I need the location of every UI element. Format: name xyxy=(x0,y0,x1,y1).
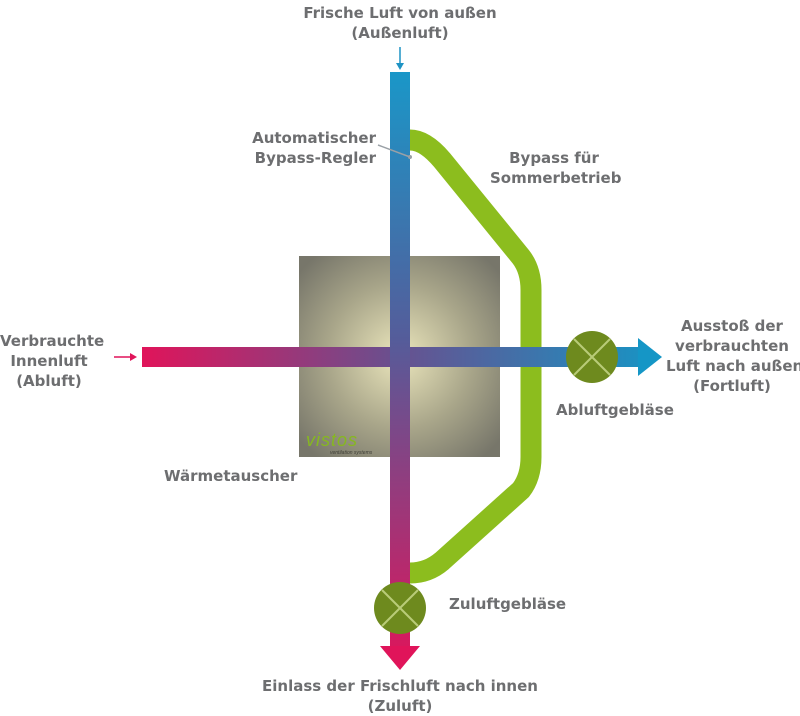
supply-fan-label: Zuluftgebläse xyxy=(449,594,566,614)
fresh-air-inlet-arrowhead xyxy=(396,63,404,70)
heat-exchanger-text: Wärmetauscher xyxy=(164,467,298,485)
bypass-controller-label: Automatischer Bypass-Regler xyxy=(236,128,376,168)
exhaust-in-line1: Verbrauchte xyxy=(0,332,105,350)
bypass-line1: Bypass für xyxy=(509,149,599,167)
supply-fan xyxy=(374,582,426,634)
supply-out-line1: Einlass der Frischluft nach innen xyxy=(262,677,538,695)
exhaust-in-line2: Innenluft xyxy=(10,352,88,370)
supply-air-arrowhead xyxy=(380,646,420,670)
fresh-air-label: Frische Luft von außen (Außenluft) xyxy=(300,3,500,43)
vistos-tagline: ventilation systems xyxy=(330,450,373,456)
fresh-air-line1: Frische Luft von außen xyxy=(303,4,497,22)
exhaust-in-line3: (Abluft) xyxy=(16,372,82,390)
exhaust-out-line3: Luft nach außen xyxy=(666,357,800,375)
exhaust-fan-label: Abluftgebläse xyxy=(556,400,674,420)
bypass-controller-dot xyxy=(408,155,412,159)
bypass-controller-line1: Automatischer xyxy=(252,129,376,147)
supply-air-duct xyxy=(390,72,410,652)
supply-out-line2: (Zuluft) xyxy=(367,697,433,715)
fresh-air-line2: (Außenluft) xyxy=(351,24,449,42)
bypass-controller-leader xyxy=(377,144,411,158)
exhaust-out-line1: Ausstoß der xyxy=(681,317,783,335)
exhaust-inlet-arrowhead xyxy=(130,353,137,361)
bypass-controller-line2: Bypass-Regler xyxy=(254,149,376,167)
exhaust-out-line4: (Fortluft) xyxy=(693,377,771,395)
exhaust-fan xyxy=(566,331,618,383)
exhaust-out-line2: verbrauchten xyxy=(675,337,789,355)
exhaust-fan-text: Abluftgebläse xyxy=(556,401,674,419)
bypass-label: Bypass für Sommerbetrieb xyxy=(490,148,622,188)
exhaust-air-arrowhead xyxy=(638,338,662,376)
supply-fan-text: Zuluftgebläse xyxy=(449,595,567,613)
bypass-duct xyxy=(409,129,542,584)
exhaust-in-label: Verbrauchte Innenluft (Abluft) xyxy=(0,331,105,391)
exhaust-out-label: Ausstoß der verbrauchten Luft nach außen… xyxy=(666,316,800,396)
supply-out-label: Einlass der Frischluft nach innen (Zuluf… xyxy=(250,676,550,716)
bypass-line2: Sommerbetrieb xyxy=(490,169,622,187)
vistos-logo: vistos xyxy=(306,430,358,450)
heat-exchanger-label: Wärmetauscher xyxy=(164,466,297,486)
